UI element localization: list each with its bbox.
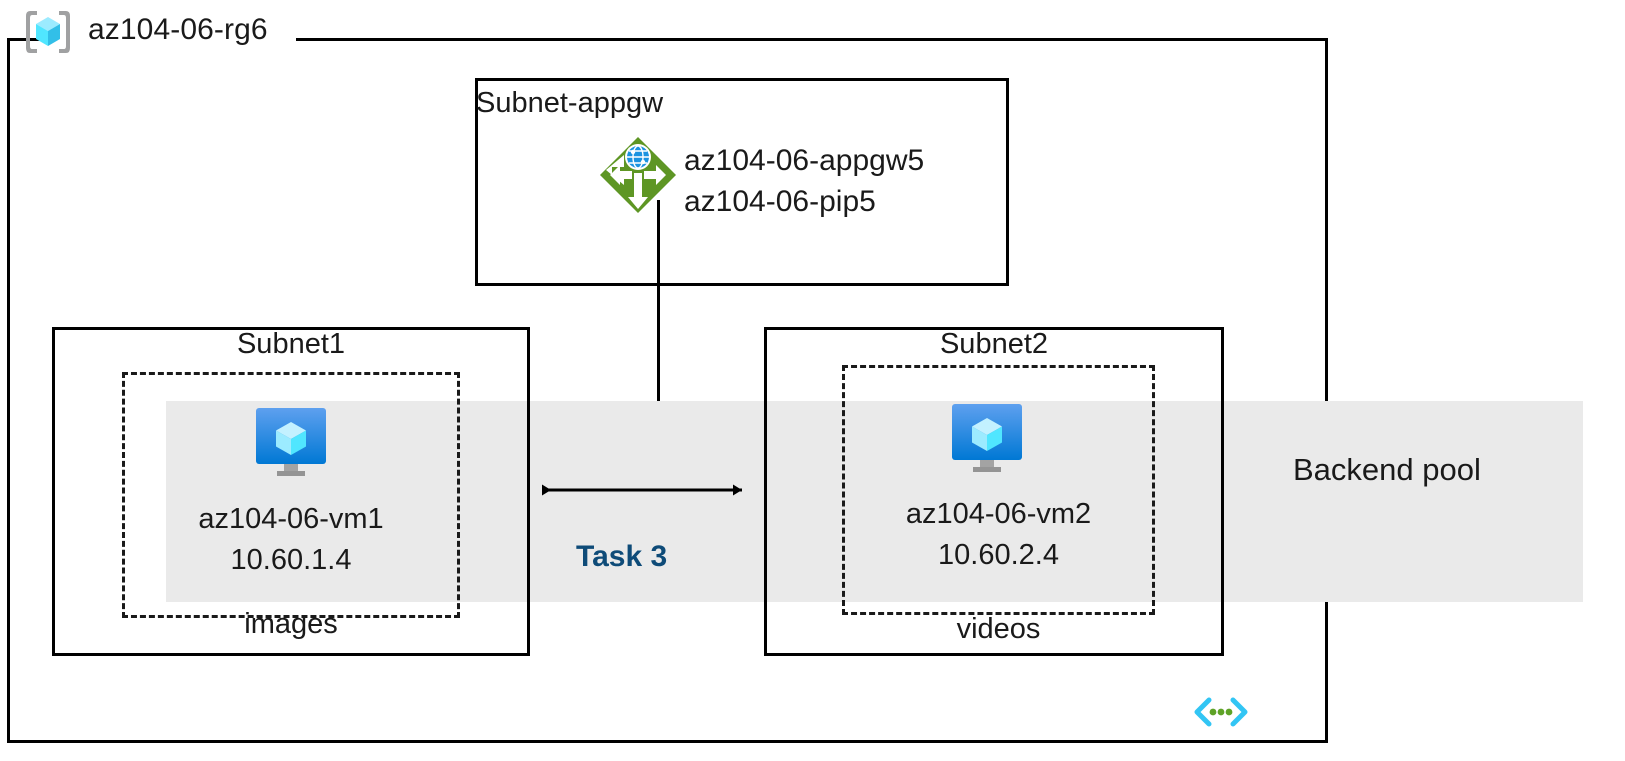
subnet-appgw-label: Subnet-appgw [476,87,664,119]
vm2-storage-label: videos [956,613,1041,645]
task-annotation-label: Task 3 [576,540,668,573]
vm1-info-block: az104-06-vm1 10.60.1.4 [122,499,460,581]
subnet1-label: Subnet1 [236,328,346,360]
vm1-name: az104-06-vm1 [198,503,384,535]
backend-pool-band [166,401,1583,602]
appgw-names-block: az104-06-appgw5 az104-06-pip5 [684,140,924,222]
application-gateway-icon [598,135,678,215]
vm2-name: az104-06-vm2 [905,498,1092,530]
code-brackets-icon [1193,692,1249,732]
rg-border-right [1325,38,1328,743]
vm2-dashed-boundary [842,365,1155,615]
backend-pool-label: Backend pool [1293,452,1481,487]
subnet1-box [52,327,530,656]
vm1-dashed-boundary [122,372,460,618]
subnet-appgw-box [475,78,1009,286]
vm1-storage-label: images [244,608,338,640]
rg-border-bottom [7,740,1328,743]
vm1-ip: 10.60.1.4 [230,544,352,576]
virtual-machine-icon [252,406,330,476]
subnet-interconnect-arrow [542,484,742,496]
rg-border-top-right-segment [296,38,1328,41]
subnet2-label: Subnet2 [939,328,1049,360]
vm2-info-block: az104-06-vm2 10.60.2.4 [842,494,1155,576]
azure-resource-group-icon [22,6,74,58]
appgw-to-subnets-connector [657,200,660,490]
rg-border-left [7,38,10,743]
vm2-ip: 10.60.2.4 [938,539,1059,571]
virtual-machine-icon [948,402,1026,472]
subnet2-box [764,327,1224,656]
appgw-name: az104-06-appgw5 [684,144,925,177]
public-ip-name: az104-06-pip5 [684,185,876,218]
resource-group-name: az104-06-rg6 [88,13,268,46]
